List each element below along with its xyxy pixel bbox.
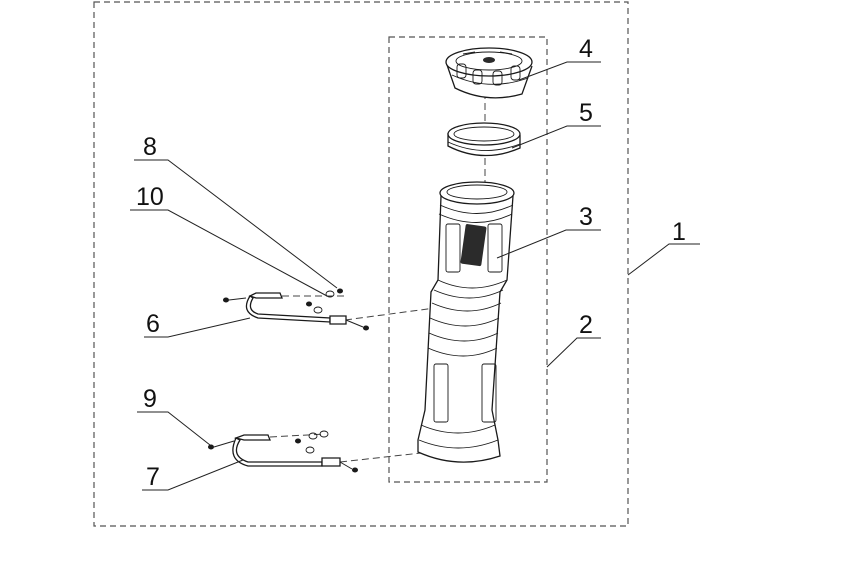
leader-line-9 [137, 411, 211, 446]
leader-line-8 [134, 159, 338, 289]
assembly-frame-outer [93, 1, 629, 527]
leader-line-2 [546, 337, 601, 368]
leader-line-7 [142, 459, 244, 491]
part-upper-strap [223, 288, 369, 331]
part-lower-strap [208, 430, 358, 473]
assembly-axis-line [339, 451, 431, 463]
part-seal-ring [447, 122, 521, 157]
part-cap [445, 47, 533, 99]
callout-2: 2 [579, 311, 593, 339]
assembly-axis-line [269, 433, 326, 438]
callout-9: 9 [143, 385, 157, 413]
callout-8: 8 [143, 133, 157, 161]
leader-line-6 [144, 317, 251, 338]
leader-line-3 [496, 229, 601, 259]
callout-3: 3 [579, 203, 593, 231]
part-cylinder-body [417, 181, 515, 463]
callout-7: 7 [146, 463, 160, 491]
callout-1: 1 [672, 218, 686, 246]
callout-5: 5 [579, 99, 593, 127]
callout-4: 4 [579, 35, 593, 63]
leader-line-10 [130, 209, 328, 297]
leader-line-4 [518, 61, 601, 81]
leader-line-1 [627, 243, 700, 276]
leader-line-5 [511, 125, 601, 149]
assembly-axis-line [344, 307, 436, 321]
assembly-frame-inner [388, 36, 548, 483]
callout-6: 6 [146, 310, 160, 338]
callout-10: 10 [136, 183, 164, 211]
